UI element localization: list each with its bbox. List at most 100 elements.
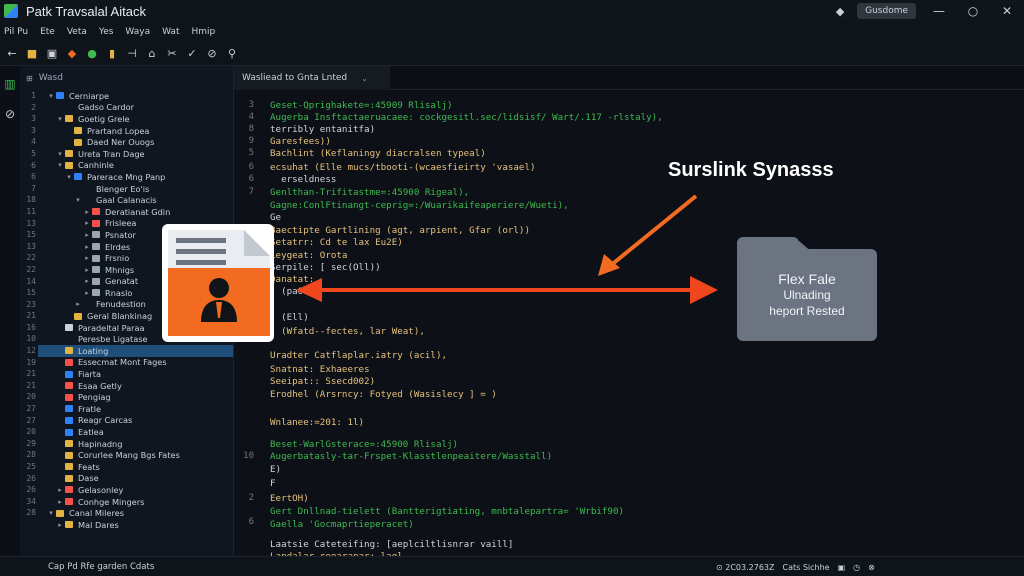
chevron-icon[interactable]: ▾ xyxy=(76,196,80,205)
code-line: E) xyxy=(270,464,282,475)
tree-item[interactable]: ▸Deratianat Gdin xyxy=(38,206,233,218)
chevron-down-icon[interactable]: ⊞ xyxy=(26,73,33,83)
tree-item[interactable]: ▸Genatat xyxy=(38,276,233,288)
tree-item[interactable]: ▸Rnaslo xyxy=(38,287,233,299)
layout-icon[interactable]: ◆ xyxy=(835,4,845,18)
tree-item[interactable]: Blenger Eo'is xyxy=(38,183,233,195)
chevron-icon[interactable]: ▸ xyxy=(58,520,62,529)
tree-item[interactable]: Prartand Lopea xyxy=(38,125,233,137)
close-icon[interactable]: ✕ xyxy=(1001,4,1013,18)
menu-item[interactable]: Pil Pu xyxy=(4,27,29,37)
tree-item[interactable]: Essecmat Mont Fages xyxy=(38,357,233,369)
status-item[interactable]: ▣ xyxy=(837,562,846,572)
status-item[interactable]: ⊙ 2C03.2763Z xyxy=(716,562,775,572)
status-item[interactable]: ◷ xyxy=(853,562,861,572)
chevron-icon[interactable]: ▸ xyxy=(85,219,89,228)
split-icon[interactable]: ⊣ xyxy=(127,47,137,60)
maximize-icon[interactable]: ○ xyxy=(967,4,979,18)
check-icon[interactable]: ✓ xyxy=(187,47,197,60)
status-item[interactable]: ⊗ xyxy=(868,562,875,572)
tree-item[interactable]: ▸Fenudestion xyxy=(38,299,233,311)
tree-item[interactable]: ▸Conhge Mingers xyxy=(38,496,233,508)
code-line: Augerba Insftactaeruacaee: cockgesitl.se… xyxy=(270,112,663,123)
tree-item[interactable]: ▾Canhinle xyxy=(38,160,233,172)
menu-item[interactable]: Waya xyxy=(125,27,151,37)
tree-item[interactable]: ▸Frsnio xyxy=(38,252,233,264)
tree-item[interactable]: Fiarta xyxy=(38,368,233,380)
tree-item[interactable]: ▾Gaal Calanacis xyxy=(38,194,233,206)
tree-item[interactable]: ▾Parerace Mng Panp xyxy=(38,171,233,183)
status-item[interactable]: Cats Sichhe xyxy=(782,562,830,572)
tree-item[interactable]: ▾Goetig Grele xyxy=(38,113,233,125)
chevron-icon[interactable]: ▸ xyxy=(85,288,89,297)
tree-item[interactable]: Eatlea xyxy=(38,426,233,438)
tab-active[interactable]: Wasliead to Gnta Lnted ⌄ xyxy=(234,66,390,90)
lock-icon[interactable]: ⊘ xyxy=(207,47,217,60)
tree-item[interactable]: ▸Psnator xyxy=(38,229,233,241)
cut-icon[interactable]: ✂ xyxy=(167,47,177,60)
chevron-icon[interactable]: ▸ xyxy=(85,207,89,216)
chevron-icon[interactable]: ▾ xyxy=(58,149,62,158)
menu-item[interactable]: Veta xyxy=(66,27,87,37)
chevron-icon[interactable]: ▸ xyxy=(85,254,89,263)
user-icon[interactable]: ⚲ xyxy=(227,47,237,60)
menu-item[interactable]: Hmip xyxy=(191,27,216,37)
run-icon[interactable]: ◆ xyxy=(67,47,77,60)
chevron-icon[interactable]: ▸ xyxy=(76,300,80,309)
tree-item[interactable]: Gadso Cardor xyxy=(38,102,233,114)
chevron-icon[interactable]: ▾ xyxy=(58,114,62,123)
tree-item[interactable]: Pengiag xyxy=(38,391,233,403)
tree-item[interactable]: Dase xyxy=(38,473,233,485)
tree-item[interactable]: Reagr Carcas xyxy=(38,415,233,427)
save-icon[interactable]: ▣ xyxy=(46,47,58,60)
chevron-icon[interactable]: ▸ xyxy=(85,265,89,274)
tree-item[interactable]: Geral Blankinag xyxy=(38,310,233,322)
explorer-icon[interactable]: ▥ xyxy=(4,77,16,91)
tree-item[interactable]: Esaa Getly xyxy=(38,380,233,392)
chevron-icon[interactable]: ▾ xyxy=(67,172,71,181)
tree-item[interactable]: ▾Canal Mileres xyxy=(38,507,233,519)
tree-item[interactable]: Corurlee Mang Bgs Fates xyxy=(38,449,233,461)
chevron-icon[interactable]: ▸ xyxy=(58,485,62,494)
chevron-icon[interactable]: ▸ xyxy=(85,242,89,251)
menu-item[interactable]: Yes xyxy=(98,27,114,37)
tree-item[interactable]: ▸Mal Dares xyxy=(38,519,233,531)
back-icon[interactable]: ← xyxy=(7,47,17,60)
tree-item[interactable]: Fratle xyxy=(38,403,233,415)
source-control-icon[interactable]: ⊘ xyxy=(4,107,16,121)
chevron-icon[interactable]: ▾ xyxy=(49,91,53,100)
chevron-icon[interactable]: ▸ xyxy=(85,230,89,239)
chevron-down-icon[interactable]: ⌄ xyxy=(361,73,368,83)
debug-icon[interactable]: ● xyxy=(87,47,97,60)
menu-item[interactable]: Wat xyxy=(162,27,180,37)
tree-item[interactable]: Loating xyxy=(38,345,233,357)
code-line: Genlthan-Trifitastme=:45900 Rigeal), xyxy=(270,187,470,198)
tree-item[interactable]: ▾Cerniarpe xyxy=(38,90,233,102)
code-line: Leygeat: Orota xyxy=(270,250,348,261)
chevron-icon[interactable]: ▾ xyxy=(49,509,53,518)
chevron-icon[interactable]: ▸ xyxy=(58,497,62,506)
tree-item[interactable]: Paradeltal Paraa xyxy=(38,322,233,334)
line-number: 25 xyxy=(26,462,36,471)
tree-item[interactable]: ▸Frisleea xyxy=(38,218,233,230)
line-number: 4 xyxy=(31,137,36,147)
folder-icon[interactable]: ■ xyxy=(26,47,38,60)
tree-item[interactable]: Daed Ner Ouogs xyxy=(38,136,233,148)
home-icon[interactable]: ⌂ xyxy=(148,47,156,60)
tree-item[interactable]: ▸Gelasonley xyxy=(38,484,233,496)
tree-item[interactable]: ▾Ureta Tran Dage xyxy=(38,148,233,160)
document-icon[interactable]: ▮ xyxy=(108,47,116,60)
chevron-icon[interactable]: ▸ xyxy=(85,277,89,286)
tree-item[interactable]: Feats xyxy=(38,461,233,473)
menu-item[interactable]: Ete xyxy=(40,27,55,37)
minimize-icon[interactable]: — xyxy=(933,4,945,18)
tree-item[interactable]: ▸Elrdes xyxy=(38,241,233,253)
account-button[interactable]: Gusdome xyxy=(857,3,916,19)
chevron-icon[interactable]: ▾ xyxy=(58,161,62,170)
tree-item[interactable]: Hapinadng xyxy=(38,438,233,450)
line-number: 10 xyxy=(26,334,36,344)
tree-item[interactable]: ▸Mhnigs xyxy=(38,264,233,276)
line-number: 27 xyxy=(26,415,36,425)
tree-item[interactable]: Peresbe Ligatase xyxy=(38,333,233,345)
